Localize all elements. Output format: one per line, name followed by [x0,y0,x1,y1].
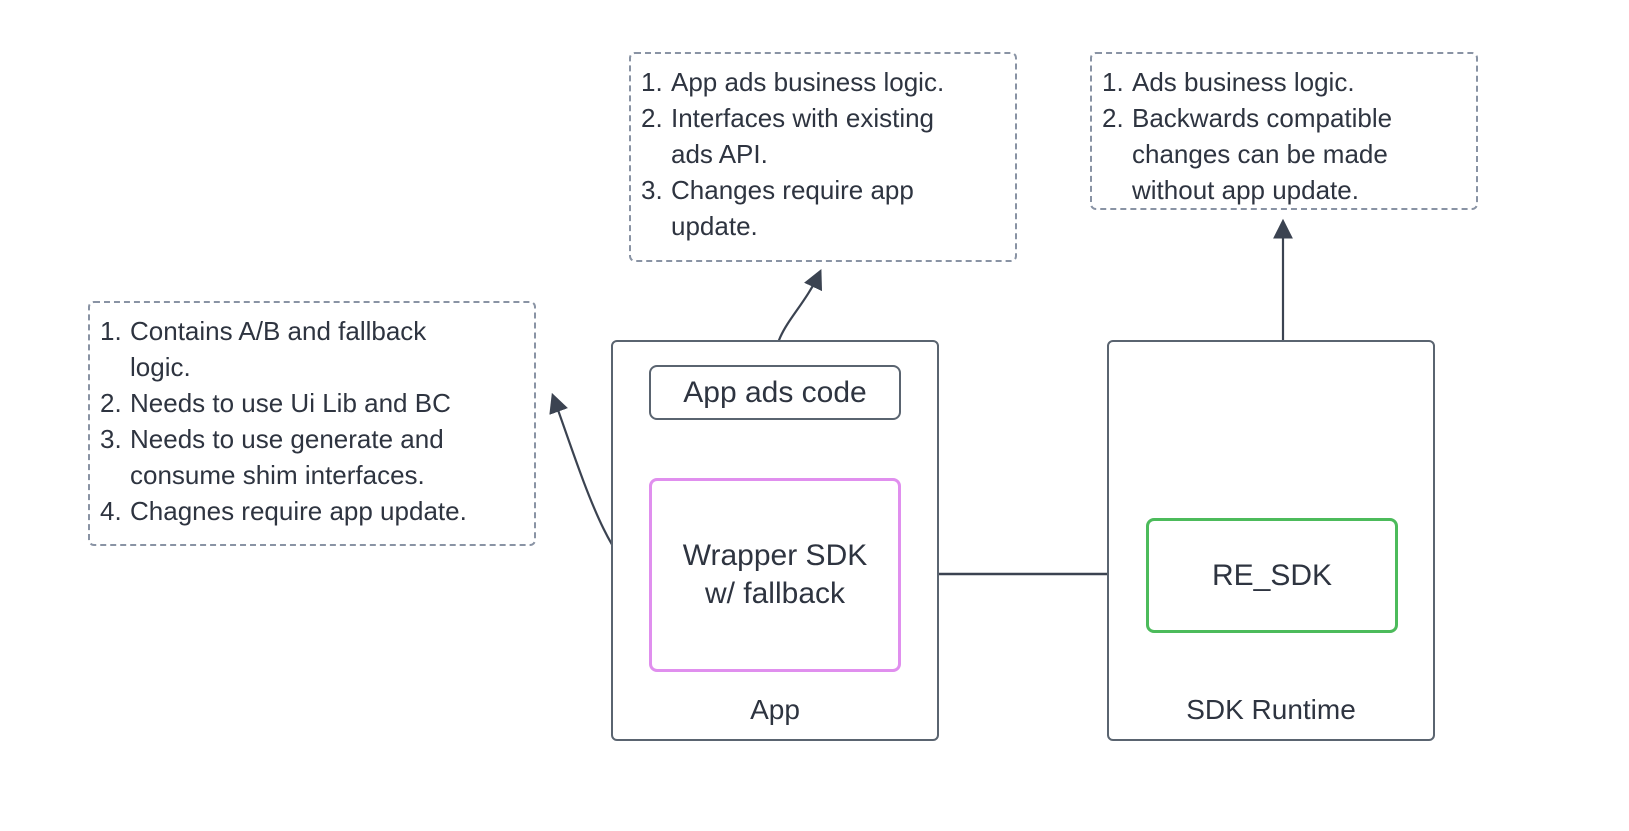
note-re-sdk: Ads business logic. Backwards compatible… [1090,52,1478,210]
note-re-sdk-list: Ads business logic. Backwards compatible… [1102,64,1462,208]
note-app-ads-code-list: App ads business logic. Interfaces with … [641,64,1001,244]
note-item: Changes require app update. [641,172,914,241]
block-app-ads-code[interactable]: App ads code [649,365,901,420]
note-wrapper-sdk-list: Contains A/B and fallback logic. Needs t… [100,313,520,529]
container-app-label: App [750,694,800,725]
block-wrapper-sdk[interactable]: Wrapper SDK w/ fallback [649,478,901,672]
block-wrapper-sdk-label: Wrapper SDK w/ fallback [682,539,868,610]
note-item: Chagnes require app update. [100,493,467,529]
block-app-ads-code-label: App ads code [683,375,867,409]
block-re-sdk-label: RE_SDK [1211,558,1333,592]
container-sdk-runtime-label: SDK Runtime [1186,694,1356,725]
note-item: App ads business logic. [641,64,945,100]
note-app-ads-code: App ads business logic. Interfaces with … [629,52,1017,262]
note-item: Needs to use Ui Lib and BC [100,385,451,421]
note-item: Ads business logic. [1102,64,1355,100]
note-item: Contains A/B and fallback logic. [100,313,427,382]
note-wrapper-sdk: Contains A/B and fallback logic. Needs t… [88,301,536,546]
note-item: Interfaces with existing ads API. [641,100,935,169]
block-re-sdk[interactable]: RE_SDK [1146,518,1398,633]
note-item: Backwards compatible changes can be made… [1102,100,1393,205]
note-item: Needs to use generate and consume shim i… [100,421,444,490]
